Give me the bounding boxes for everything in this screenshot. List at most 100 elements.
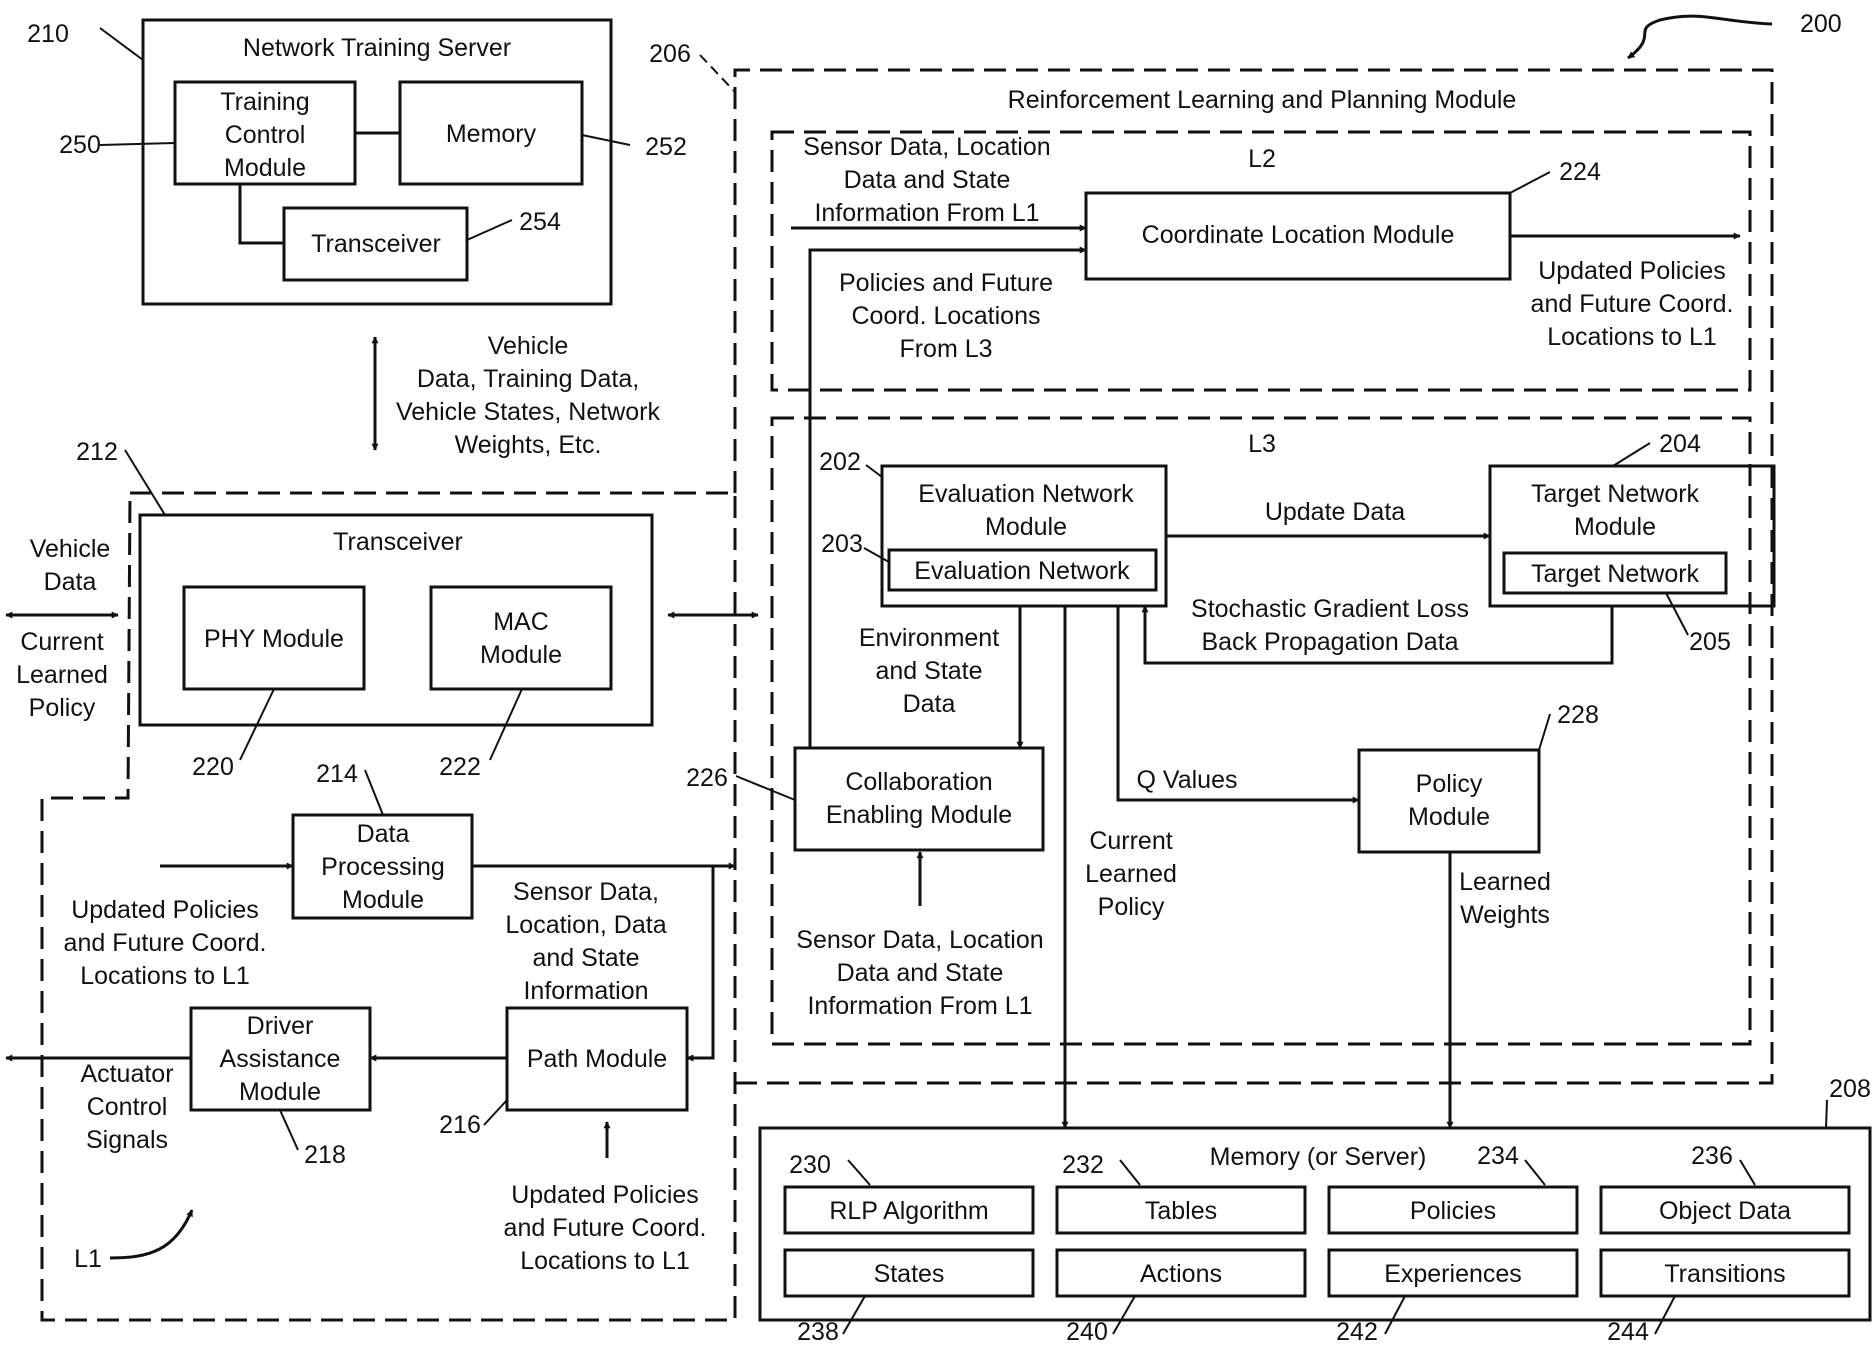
memory-cell-box bbox=[783, 1248, 1035, 1298]
phy-module-label: PHY Module bbox=[204, 625, 344, 653]
memory-server-box bbox=[758, 1126, 1872, 1322]
network-training-server-box bbox=[141, 18, 613, 306]
transceiver-title: Transceiver bbox=[333, 528, 463, 556]
memory-cell-box bbox=[1327, 1185, 1579, 1235]
figure-ref: 200 bbox=[1800, 10, 1842, 38]
path-ref: 216 bbox=[439, 1111, 481, 1139]
target-module-ref: 204 bbox=[1659, 430, 1701, 458]
l1-region bbox=[40, 491, 737, 1322]
rlp-title: Reinforcement Learning and Planning Modu… bbox=[1008, 86, 1517, 114]
memory-cell-ref: 232 bbox=[1062, 1151, 1104, 1179]
memory-ref: 252 bbox=[645, 133, 687, 161]
l2-region bbox=[770, 130, 1752, 392]
memory-cell-label: Actions bbox=[1140, 1260, 1222, 1288]
memory-cell-box bbox=[1055, 1185, 1307, 1235]
q-values-arrow bbox=[1116, 606, 1360, 804]
target-network-label: Target Network bbox=[1531, 560, 1700, 588]
eval-module-ref: 202 bbox=[819, 448, 861, 476]
evaluation-network-box bbox=[887, 548, 1158, 592]
l3-label: L3 bbox=[1248, 430, 1276, 458]
collab-ref: 226 bbox=[686, 764, 728, 792]
memory-cell-ref: 238 bbox=[797, 1318, 839, 1346]
update-data-label: Update Data bbox=[1265, 498, 1405, 526]
memory-cell-label: Tables bbox=[1145, 1197, 1217, 1225]
eval-network-ref: 203 bbox=[821, 530, 863, 558]
l1-ref: 212 bbox=[76, 438, 118, 466]
memory-cell-label: Object Data bbox=[1659, 1197, 1791, 1225]
memory-cell-label: Experiences bbox=[1384, 1260, 1522, 1288]
collab-to-coordinate-arrow bbox=[808, 246, 1087, 748]
mac-ref: 222 bbox=[439, 753, 481, 781]
data-processing-ref: 214 bbox=[316, 760, 358, 788]
sgl-feedback-arrow bbox=[1141, 605, 1614, 665]
memory-cell-label: Policies bbox=[1410, 1197, 1496, 1225]
l2-label: L2 bbox=[1248, 145, 1276, 173]
ref-200-arrow bbox=[1627, 14, 1773, 60]
target-network-ref: 205 bbox=[1689, 628, 1731, 656]
eval-network-label: Evaluation Network bbox=[914, 557, 1130, 585]
memory-cell-ref: 230 bbox=[789, 1151, 831, 1179]
rlp-ref: 206 bbox=[649, 40, 691, 68]
coordinate-location-label: Coordinate Location Module bbox=[1142, 221, 1455, 249]
memory-cell-box bbox=[1327, 1248, 1579, 1298]
memory-cell-ref: 242 bbox=[1336, 1318, 1378, 1346]
memory-label: Memory bbox=[446, 120, 537, 148]
memory-cell-ref: 234 bbox=[1477, 1142, 1519, 1170]
l1-pointer-arrow bbox=[109, 1209, 194, 1260]
q-values-label: Q Values bbox=[1137, 766, 1238, 794]
collaboration-enabling-module-box bbox=[793, 746, 1045, 852]
memory-cell-label: Transitions bbox=[1664, 1260, 1785, 1288]
l3-region bbox=[770, 416, 1752, 1046]
target-network-box bbox=[1502, 551, 1728, 595]
driver-assistance-ref: 218 bbox=[304, 1141, 346, 1169]
server-transceiver-ref: 254 bbox=[519, 208, 561, 236]
phy-ref: 220 bbox=[192, 753, 234, 781]
transceiver-box bbox=[138, 513, 654, 727]
memory-cell-label: States bbox=[874, 1260, 945, 1288]
path-module-label: Path Module bbox=[527, 1045, 667, 1073]
l1-label: L1 bbox=[74, 1245, 102, 1273]
data-processing-to-path-arrow bbox=[686, 866, 715, 1062]
server-title: Network Training Server bbox=[243, 34, 511, 62]
memory-cell-ref: 244 bbox=[1607, 1318, 1649, 1346]
memory-cell-box bbox=[783, 1185, 1035, 1235]
memory-cell-box bbox=[1599, 1248, 1851, 1298]
mac-module-box bbox=[429, 585, 613, 691]
rlp-region bbox=[733, 68, 1774, 1085]
policy-ref: 228 bbox=[1557, 701, 1599, 729]
memory-cell-box bbox=[1055, 1248, 1307, 1298]
server-ref: 210 bbox=[27, 20, 69, 48]
memory-cell-ref: 240 bbox=[1066, 1318, 1108, 1346]
policy-module-box bbox=[1357, 748, 1541, 854]
memory-server-title: Memory (or Server) bbox=[1210, 1143, 1427, 1171]
training-control-ref: 250 bbox=[59, 131, 101, 159]
coordinate-ref: 224 bbox=[1559, 158, 1601, 186]
memory-cell-label: RLP Algorithm bbox=[829, 1197, 988, 1225]
memory-cell-ref: 236 bbox=[1691, 1142, 1733, 1170]
memory-server-ref: 208 bbox=[1829, 1075, 1871, 1103]
